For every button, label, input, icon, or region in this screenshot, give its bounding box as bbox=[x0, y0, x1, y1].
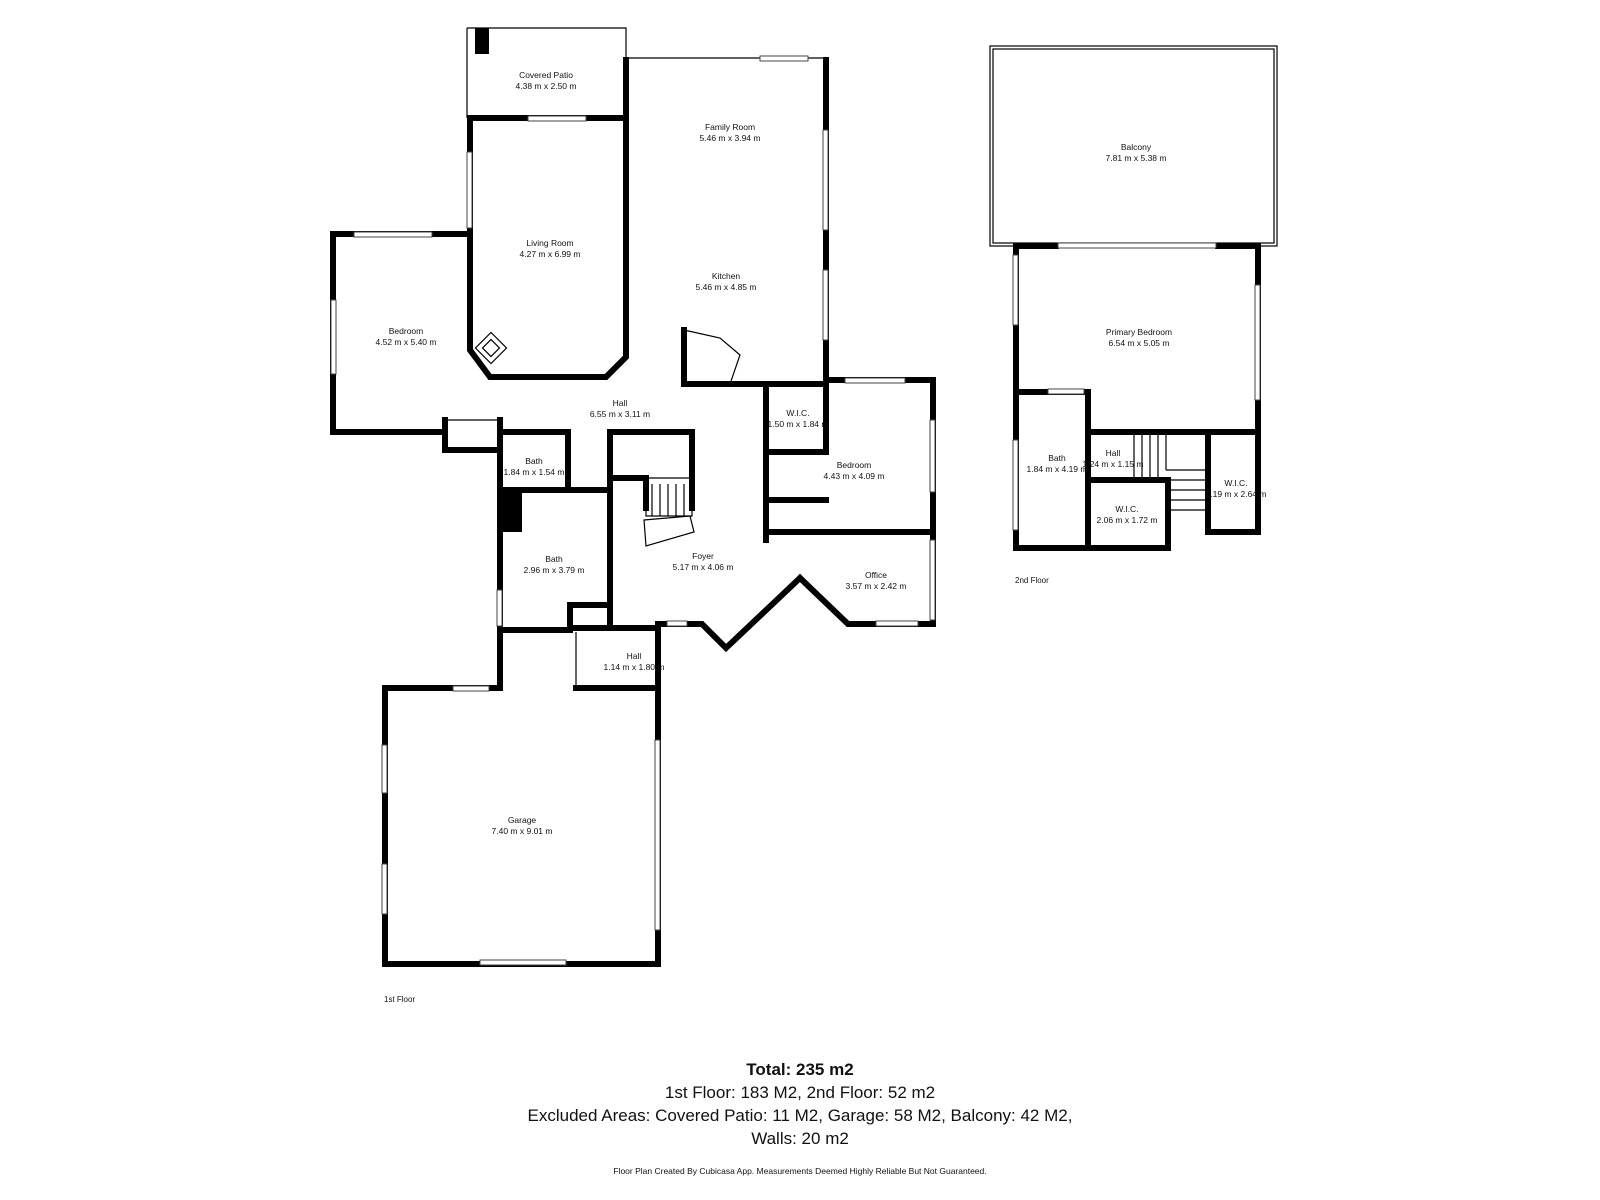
total-area: Total: 235 m2 bbox=[746, 1060, 854, 1079]
room-dimensions: 5.46 m x 3.94 m bbox=[700, 133, 761, 143]
room-dimensions: 1.84 m x 1.54 m bbox=[504, 467, 565, 477]
second-floor-walls bbox=[989, 45, 1278, 551]
walls-area: Walls: 20 m2 bbox=[751, 1129, 849, 1148]
room-dimensions: 7.81 m x 5.38 m bbox=[1106, 153, 1167, 163]
room-name: Hall bbox=[627, 651, 642, 661]
room-name: W.I.C. bbox=[786, 408, 809, 418]
room-dimensions: 1.19 m x 2.64 m bbox=[1206, 489, 1267, 499]
room-hall-main: Hall 6.55 m x 3.11 m bbox=[590, 398, 650, 419]
floor-label-second: 2nd Floor bbox=[1015, 576, 1049, 585]
room-bath-2: Bath 1.84 m x 4.19 m bbox=[1027, 453, 1088, 474]
room-dimensions: 5.46 m x 4.85 m bbox=[696, 282, 757, 292]
room-dimensions: 2.96 m x 3.79 m bbox=[524, 565, 585, 575]
room-living-room: Living Room 4.27 m x 6.99 m bbox=[520, 238, 581, 259]
room-balcony: Balcony 7.81 m x 5.38 m bbox=[1106, 142, 1167, 163]
room-dimensions: 1.24 m x 1.15 m bbox=[1083, 459, 1144, 469]
room-dimensions: 4.43 m x 4.09 m bbox=[824, 471, 885, 481]
room-dimensions: 5.17 m x 4.06 m bbox=[673, 562, 734, 572]
room-name: W.I.C. bbox=[1224, 478, 1247, 488]
room-primary-bedroom: Primary Bedroom 6.54 m x 5.05 m bbox=[1106, 327, 1172, 348]
room-dimensions: 6.55 m x 3.11 m bbox=[590, 409, 650, 419]
floor-label-first: 1st Floor bbox=[384, 995, 415, 1004]
room-dimensions: 2.06 m x 1.72 m bbox=[1097, 515, 1158, 525]
disclaimer: Floor Plan Created By Cubicasa App. Meas… bbox=[613, 1166, 987, 1176]
room-name: Garage bbox=[508, 815, 537, 825]
room-dimensions: 7.40 m x 9.01 m bbox=[492, 826, 553, 836]
room-dimensions: 1.50 m x 1.84 m bbox=[768, 419, 829, 429]
room-name: Kitchen bbox=[712, 271, 741, 281]
room-labels: Covered Patio 4.38 m x 2.50 m Family Roo… bbox=[376, 70, 1267, 1004]
room-garage: Garage 7.40 m x 9.01 m bbox=[492, 815, 553, 836]
room-name: Living Room bbox=[526, 238, 573, 248]
room-name: Hall bbox=[1106, 448, 1121, 458]
room-dimensions: 4.27 m x 6.99 m bbox=[520, 249, 581, 259]
room-family-room: Family Room 5.46 m x 3.94 m bbox=[700, 122, 761, 143]
room-name: Covered Patio bbox=[519, 70, 573, 80]
room-office: Office 3.57 m x 2.42 m bbox=[846, 570, 907, 591]
room-dimensions: 6.54 m x 5.05 m bbox=[1109, 338, 1170, 348]
room-name: Bath bbox=[525, 456, 543, 466]
room-name: Hall bbox=[613, 398, 628, 408]
fireplace-icon bbox=[474, 331, 508, 365]
room-name: Balcony bbox=[1121, 142, 1152, 152]
room-covered-patio: Covered Patio 4.38 m x 2.50 m bbox=[516, 70, 577, 91]
room-name: Primary Bedroom bbox=[1106, 327, 1172, 337]
room-name: Foyer bbox=[692, 551, 714, 561]
room-name: W.I.C. bbox=[1115, 504, 1138, 514]
room-wic-2: W.I.C. 2.06 m x 1.72 m bbox=[1097, 504, 1158, 525]
room-dimensions: 4.52 m x 5.40 m bbox=[376, 337, 437, 347]
room-hall-small: Hall 1.14 m x 1.80 m bbox=[604, 651, 665, 672]
room-name: Bedroom bbox=[837, 460, 872, 470]
room-name: Office bbox=[865, 570, 887, 580]
room-kitchen: Kitchen 5.46 m x 4.85 m bbox=[696, 271, 757, 292]
room-dimensions: 4.38 m x 2.50 m bbox=[516, 81, 577, 91]
room-foyer: Foyer 5.17 m x 4.06 m bbox=[673, 551, 734, 572]
room-bedroom-1: Bedroom 4.52 m x 5.40 m bbox=[376, 326, 437, 347]
room-wic-1: W.I.C. 1.50 m x 1.84 m bbox=[768, 408, 829, 429]
room-dimensions: 1.14 m x 1.80 m bbox=[604, 662, 665, 672]
room-name: Bedroom bbox=[389, 326, 424, 336]
room-name: Bath bbox=[1048, 453, 1066, 463]
room-dimensions: 3.57 m x 2.42 m bbox=[846, 581, 907, 591]
room-hall-2: Hall 1.24 m x 1.15 m bbox=[1083, 448, 1144, 469]
floor-areas: 1st Floor: 183 M2, 2nd Floor: 52 m2 bbox=[664, 1083, 936, 1102]
room-name: Family Room bbox=[705, 122, 755, 132]
excluded-areas: Excluded Areas: Covered Patio: 11 M2, Ga… bbox=[527, 1106, 1073, 1125]
first-floor-walls bbox=[330, 27, 936, 967]
room-name: Bath bbox=[545, 554, 563, 564]
room-bedroom-2: Bedroom 4.43 m x 4.09 m bbox=[824, 460, 885, 481]
room-bath-1: Bath 2.96 m x 3.79 m bbox=[524, 554, 585, 575]
room-bath-small: Bath 1.84 m x 1.54 m bbox=[504, 456, 565, 477]
room-wic-3: W.I.C. 1.19 m x 2.64 m bbox=[1206, 478, 1267, 499]
room-dimensions: 1.84 m x 4.19 m bbox=[1027, 464, 1088, 474]
